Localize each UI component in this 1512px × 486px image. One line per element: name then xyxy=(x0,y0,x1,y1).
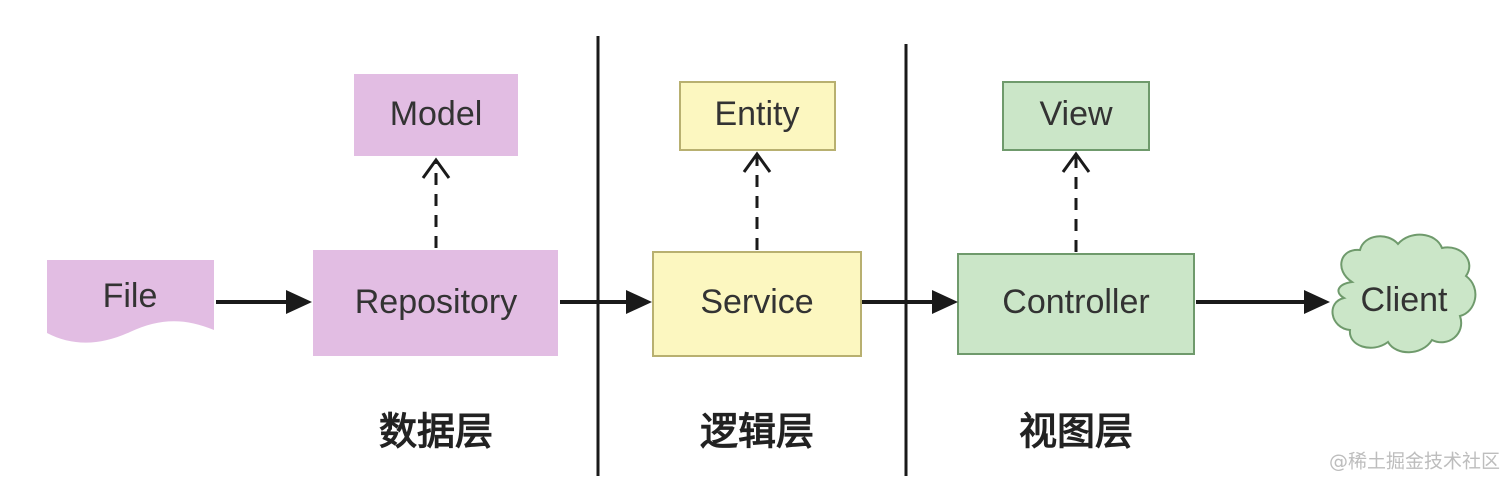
arrow-controller-client xyxy=(1196,290,1330,314)
arrow-controller-view xyxy=(1061,151,1091,252)
model-label: Model xyxy=(390,95,483,133)
arrow-service-entity xyxy=(742,151,772,250)
file-node: File xyxy=(47,260,214,343)
arrow-repository-service xyxy=(560,290,652,314)
client-label: Client xyxy=(1361,281,1448,319)
entity-node: Entity xyxy=(679,81,836,151)
layer-label-view: 视图层 xyxy=(1019,410,1133,454)
arrow-file-repository xyxy=(216,290,312,314)
layer-label-data: 数据层 xyxy=(379,410,493,454)
controller-node: Controller xyxy=(957,253,1195,355)
service-box xyxy=(652,251,862,357)
service-label: Service xyxy=(700,283,813,321)
file-shape xyxy=(47,260,214,343)
cloud-shape xyxy=(1331,233,1477,354)
layer-label-logic: 逻辑层 xyxy=(700,410,814,454)
arrow-service-controller xyxy=(862,290,958,314)
entity-label: Entity xyxy=(714,95,799,133)
view-box xyxy=(1002,81,1150,151)
controller-label: Controller xyxy=(1002,283,1149,321)
repository-box xyxy=(313,250,558,356)
controller-box xyxy=(957,253,1195,355)
arrow-repository-model xyxy=(421,157,451,248)
model-node: Model xyxy=(354,74,518,156)
client-node: Client xyxy=(1331,233,1477,354)
watermark: @稀土掘金技术社区 xyxy=(1329,451,1500,473)
view-label: View xyxy=(1039,95,1113,133)
model-box xyxy=(354,74,518,156)
entity-box xyxy=(679,81,836,151)
repository-label: Repository xyxy=(355,283,518,321)
repository-node: Repository xyxy=(313,250,558,356)
file-label: File xyxy=(103,277,158,315)
service-node: Service xyxy=(652,251,862,357)
view-node: View xyxy=(1002,81,1150,151)
